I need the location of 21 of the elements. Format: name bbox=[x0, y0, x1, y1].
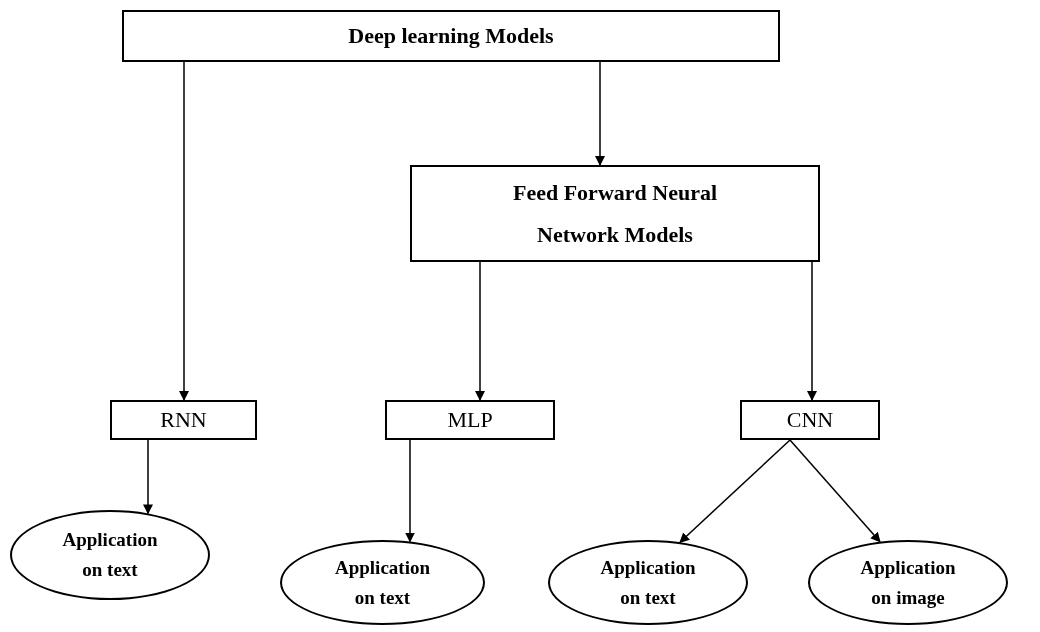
arrow bbox=[807, 261, 817, 401]
node-label: Application on text bbox=[334, 555, 431, 610]
model-box bbox=[385, 400, 555, 440]
model-box bbox=[410, 165, 820, 262]
node-label: Feed Forward Neural Network Models bbox=[511, 178, 719, 249]
model-box bbox=[740, 400, 880, 440]
model-box bbox=[110, 400, 257, 440]
arrow bbox=[595, 61, 605, 166]
node-label: CNN bbox=[786, 406, 834, 434]
arrow bbox=[475, 261, 485, 401]
arrow bbox=[179, 61, 189, 401]
arrow bbox=[789, 439, 881, 543]
node-label: Application on text bbox=[61, 528, 159, 582]
node-label: Application on image bbox=[859, 555, 957, 610]
node-label: MLP bbox=[447, 406, 493, 434]
arrow bbox=[679, 439, 791, 543]
node-label: Deep learning Models bbox=[348, 22, 554, 50]
node-label: Application on text bbox=[599, 555, 697, 610]
arrow bbox=[405, 439, 415, 543]
node-label: RNN bbox=[160, 406, 207, 434]
model-box bbox=[122, 10, 780, 62]
